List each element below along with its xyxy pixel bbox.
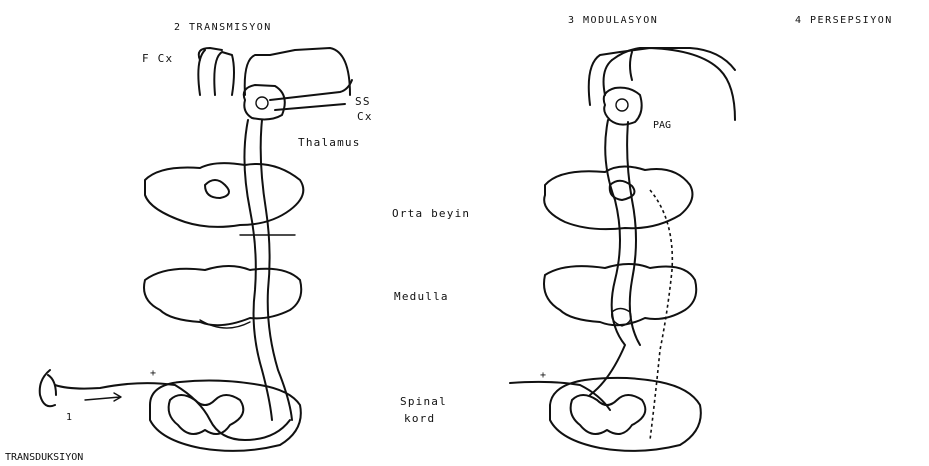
frontal-cortex-gyri (198, 48, 350, 95)
label-thalamus: Thalamus (298, 136, 361, 149)
thalamus-nucleus (256, 97, 268, 109)
marker-plus-right: + (540, 370, 546, 381)
medulla-section (144, 266, 301, 325)
label-spinal-cord-1: Spinal (400, 395, 447, 408)
label-medulla: Medulla (394, 290, 449, 303)
descending-tract-left (590, 120, 625, 395)
pag-nucleus (616, 99, 628, 111)
afferent-fiber (55, 383, 290, 440)
marker-stimulus: 1 (66, 412, 72, 423)
heading-transduction: TRANSDUKSIYON (5, 452, 83, 463)
mod-afferent-fiber (510, 382, 610, 410)
label-frontal-cortex: F Cx (142, 52, 173, 65)
heading-modulation: 3 MODULASYON (568, 15, 658, 26)
stimulus-arrow (85, 393, 121, 401)
mod-cortex-gyri (589, 48, 735, 120)
label-spinal-cord-2: kord (404, 412, 435, 425)
label-ss-cortex-2: Cx (357, 110, 373, 123)
descending-dashed-path (650, 190, 672, 440)
mod-spinal-gray-matter (571, 395, 646, 434)
marker-plus-left: + (150, 368, 156, 379)
mod-medulla-section (544, 264, 696, 325)
peripheral-receptor (40, 370, 56, 406)
heading-perception: 4 PERSEPSIYON (795, 15, 893, 26)
thalamus-outline (244, 85, 285, 119)
label-pag: PAG (653, 120, 671, 131)
midbrain-section (145, 163, 303, 227)
heading-transmission: 2 TRANSMISYON (174, 22, 272, 33)
label-ss-cortex-1: SS (355, 95, 371, 108)
midbrain-aqueduct (205, 180, 229, 198)
pag-outline (604, 88, 642, 125)
thalamo-cortical-fiber (270, 80, 352, 100)
spinal-cord-section-left (150, 381, 301, 451)
label-midbrain: Orta beyin (392, 207, 470, 220)
